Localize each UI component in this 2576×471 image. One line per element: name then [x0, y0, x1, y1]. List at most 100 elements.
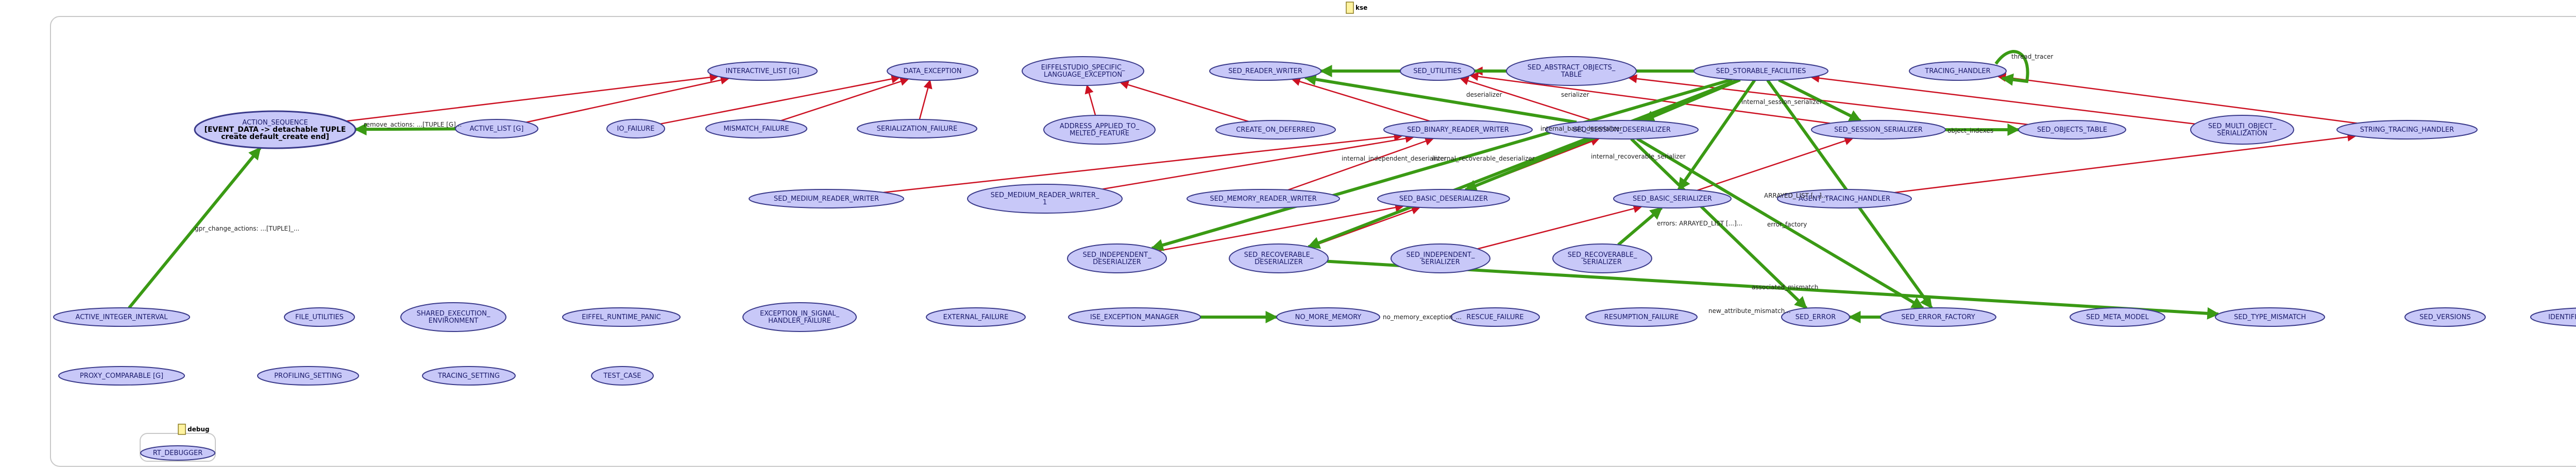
- class-node-sed-objects-table[interactable]: SED_OBJECTS_TABLE: [2018, 120, 2126, 139]
- class-node-sed-medium-reader-writer-1[interactable]: SED_MEDIUM_READER_WRITER_1: [967, 184, 1123, 214]
- class-node-sed-medium-reader-writer[interactable]: SED_MEDIUM_READER_WRITER: [749, 189, 904, 208]
- class-node-sed-basic-serializer[interactable]: SED_BASIC_SERIALIZER: [1613, 189, 1732, 208]
- class-node-proxy-comparable[interactable]: PROXY_COMPARABLE [G]: [58, 366, 185, 386]
- edge-label-internal-session-serializer: internal_session_serializer: [1741, 98, 1822, 106]
- class-node-data-exception[interactable]: DATA_EXCEPTION: [887, 61, 978, 81]
- class-node-label: SED_SESSION_SERIALIZER: [1834, 126, 1923, 134]
- class-node-label: EXCEPTION_IN_SIGNAL_: [760, 310, 840, 318]
- class-node-exception-in-signal-handler[interactable]: EXCEPTION_IN_SIGNAL_HANDLER_FAILURE: [742, 302, 857, 332]
- class-node-profiling-setting[interactable]: PROFILING_SETTING: [257, 366, 359, 386]
- class-node-io-failure[interactable]: IO_FAILURE: [606, 119, 665, 138]
- class-node-address-applied[interactable]: ADDRESS_APPLIED_TO_MELTED_FEATURE: [1043, 115, 1156, 145]
- class-node-serialization-failure[interactable]: SERIALIZATION_FAILURE: [857, 119, 977, 138]
- class-node-label: TEST_CASE: [603, 372, 641, 380]
- class-node-label: LANGUAGE_EXCEPTION: [1044, 71, 1122, 79]
- class-node-label: RESUMPTION_FAILURE: [1604, 313, 1679, 321]
- class-node-sed-recoverable-serializer[interactable]: SED_RECOVERABLE_SERIALIZER: [1552, 243, 1652, 273]
- class-node-shape: [1777, 189, 1912, 208]
- class-node-sed-memory-reader-writer[interactable]: SED_MEMORY_READER_WRITER: [1187, 189, 1340, 208]
- class-node-label: SED_ERROR_FACTORY: [1901, 313, 1975, 321]
- class-node-string-tracing-handler[interactable]: STRING_TRACING_HANDLER: [2336, 120, 2478, 139]
- class-node-sed-independent-deserializer[interactable]: SED_INDEPENDENT_DESERIALIZER: [1067, 243, 1167, 273]
- class-node-shape: [2190, 115, 2294, 145]
- class-node-sed-basic-deserializer[interactable]: SED_BASIC_DESERIALIZER: [1377, 189, 1510, 208]
- class-node-sed-error[interactable]: SED_ERROR: [1781, 307, 1850, 327]
- class-node-mismatch-failure[interactable]: MISMATCH_FAILURE: [705, 119, 807, 138]
- class-node-sed-binary-reader-writer[interactable]: SED_BINARY_READER_WRITER: [1383, 120, 1533, 139]
- package-icon: [1346, 2, 1354, 14]
- class-node-interactive-list[interactable]: INTERACTIVE_LIST [G]: [707, 61, 818, 81]
- class-node-test-case[interactable]: TEST_CASE: [591, 366, 654, 386]
- edge-label-remove-actions: remove_actions: ...[TUPLE [G]...: [364, 121, 462, 128]
- class-node-rt-debugger[interactable]: RT_DEBUGGER: [140, 445, 215, 461]
- class-node-shape: [749, 189, 904, 208]
- edge-labels-layer: remove_actions: ...[TUPLE [G]...gpr_chan…: [195, 53, 2053, 321]
- class-node-identified-controller[interactable]: IDENTIFIED_CONTROLLER: [2530, 307, 2576, 327]
- edge-create-on-deferred-to-eiffel-specific: [1119, 80, 1249, 123]
- class-node-shape: [2215, 307, 2325, 327]
- class-node-label: SED_META_MODEL: [2086, 313, 2149, 321]
- class-node-action-sequence[interactable]: ACTION_SEQUENCE[EVENT_DATA -> detachable…: [194, 110, 357, 149]
- edge-label-serializer: serializer: [1561, 91, 1589, 98]
- class-node-sed-recoverable-deserializer[interactable]: SED_RECOVERABLE_DESERIALIZER: [1229, 243, 1329, 273]
- edge-sed-medium-reader-writer-1-to-sed-binary-reader-writer: [1102, 134, 1415, 190]
- class-node-eiffel-specific[interactable]: EIFFELSTUDIO_SPECIFIC_LANGUAGE_EXCEPTION: [1022, 56, 1144, 86]
- class-node-external-failure[interactable]: EXTERNAL_FAILURE: [926, 307, 1026, 327]
- class-node-shape: [562, 307, 681, 327]
- class-node-shared-execution-environment[interactable]: SHARED_EXECUTION_ENVIRONMENT: [400, 302, 506, 332]
- class-node-sed-session-deserializer[interactable]: SED_SESSION_DESERIALIZER: [1545, 120, 1699, 139]
- class-node-eiffel-runtime-panic[interactable]: EIFFEL_RUNTIME_PANIC: [562, 307, 681, 327]
- class-node-sed-session-serializer[interactable]: SED_SESSION_SERIALIZER: [1811, 120, 1946, 139]
- class-node-ise-exception-manager[interactable]: ISE_EXCEPTION_MANAGER: [1068, 307, 1201, 327]
- edge-sed-medium-reader-writer-to-sed-binary-reader-writer: [883, 132, 1403, 194]
- class-node-label: SED_TYPE_MISMATCH: [2234, 313, 2306, 321]
- class-node-no-more-memory[interactable]: NO_MORE_MEMORY: [1276, 307, 1380, 327]
- edge-sed-objects-table-to-sed-abstract-objects-table: [1628, 74, 2028, 126]
- class-node-sed-abstract-objects-table[interactable]: SED_ABSTRACT_OBJECTS_TABLE: [1506, 56, 1637, 86]
- class-node-sed-type-mismatch[interactable]: SED_TYPE_MISMATCH: [2215, 307, 2325, 327]
- class-node-agent-tracing-handler[interactable]: AGENT_TRACING_HANDLER: [1777, 189, 1912, 208]
- class-node-active-integer-interval[interactable]: ACTIVE_INTEGER_INTERVAL: [53, 307, 190, 327]
- class-node-label: SED_MEDIUM_READER_WRITER_: [991, 191, 1099, 199]
- class-node-shape: [400, 302, 506, 332]
- class-node-shape: [1383, 120, 1533, 139]
- class-node-label: SED_ABSTRACT_OBJECTS_: [1528, 64, 1616, 72]
- class-node-label: SED_RECOVERABLE_: [1568, 251, 1637, 259]
- class-node-rescue-failure[interactable]: RESCUE_FAILURE: [1450, 307, 1540, 327]
- class-node-tracing-handler[interactable]: TRACING_HANDLER: [1909, 61, 2007, 81]
- class-node-label: SED_INDEPENDENT_: [1406, 251, 1475, 259]
- class-node-shape: [1391, 243, 1490, 273]
- class-node-sed-storable-facilities[interactable]: SED_STORABLE_FACILITIES: [1693, 61, 1828, 81]
- class-node-label: SED_MEDIUM_READER_WRITER: [774, 195, 879, 203]
- class-node-sed-error-factory[interactable]: SED_ERROR_FACTORY: [1880, 307, 1996, 327]
- class-node-label: IDENTIFIED_CONTROLLER: [2548, 313, 2576, 321]
- class-node-label: SERIALIZER: [1583, 258, 1621, 266]
- class-node-tracing-setting[interactable]: TRACING_SETTING: [422, 366, 516, 386]
- class-node-shape: [591, 366, 654, 386]
- class-node-resumption-failure[interactable]: RESUMPTION_FAILURE: [1585, 307, 1698, 327]
- edge-sed-session-deserializer-to-sed-error-factory: [1636, 137, 1924, 310]
- class-node-label: create default_create end]: [221, 133, 329, 141]
- class-node-sed-reader-writer[interactable]: SED_READER_WRITER: [1209, 61, 1321, 81]
- class-node-sed-utilities[interactable]: SED_UTILITIES: [1400, 61, 1475, 81]
- edge-address-applied-to-eiffel-specific: [1084, 84, 1096, 116]
- class-node-shape: [2070, 307, 2165, 327]
- class-node-shape: [857, 119, 977, 138]
- class-node-create-on-deferred[interactable]: CREATE_ON_DEFERRED: [1215, 120, 1336, 139]
- class-node-label: SED_BASIC_DESERIALIZER: [1399, 195, 1488, 203]
- class-node-label: SED_STORABLE_FACILITIES: [1716, 67, 1806, 75]
- class-node-sed-meta-model[interactable]: SED_META_MODEL: [2070, 307, 2165, 327]
- class-node-file-utilities[interactable]: FILE_UTILITIES: [284, 307, 355, 327]
- class-node-sed-versions[interactable]: SED_VERSIONS: [2404, 307, 2486, 327]
- edge-io-failure-to-data-exception: [660, 74, 901, 125]
- class-node-sed-independent-serializer[interactable]: SED_INDEPENDENT_SERIALIZER: [1391, 243, 1490, 273]
- package-icon: [178, 424, 186, 435]
- edge-sed-memory-reader-writer-to-sed-binary-reader-writer: [1287, 137, 1434, 191]
- class-node-shape: [1022, 56, 1144, 86]
- edges-layer: [128, 50, 2358, 323]
- class-node-shape: [455, 119, 538, 138]
- edge-sed-recoverable-serializer-to-sed-basic-serializer: [1617, 206, 1663, 246]
- class-node-sed-multi-object-serialization[interactable]: SED_MULTI_OBJECT_SERIALIZATION: [2190, 115, 2294, 145]
- class-node-active-list[interactable]: ACTIVE_LIST [G]: [455, 119, 538, 138]
- class-node-shape: [194, 110, 357, 149]
